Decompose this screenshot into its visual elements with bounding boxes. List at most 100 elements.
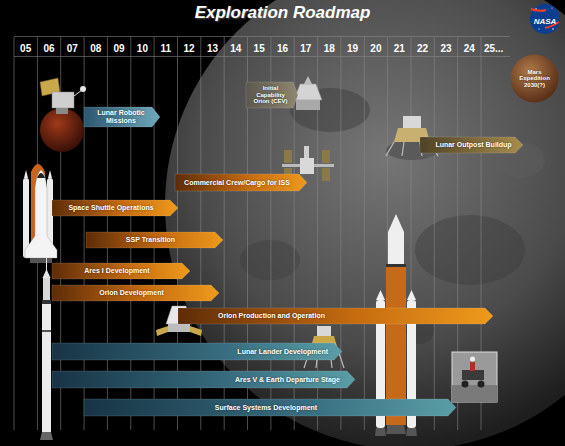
year-label: 11 — [160, 43, 171, 54]
ares-i-rocket — [40, 258, 53, 440]
bar-label: Space Shuttle Operations — [68, 204, 153, 212]
arrow-bar — [175, 174, 307, 191]
arrow-bar — [420, 137, 523, 153]
arrow-bar — [52, 371, 355, 388]
text-holder: Space Shuttle Operations — [68, 204, 153, 212]
milestone-text: Mars Expedition 2030(?) — [515, 69, 555, 89]
year-label: 17 — [300, 43, 311, 54]
year-label: 10 — [137, 43, 148, 54]
red-planet — [40, 108, 84, 152]
arrow-bar — [246, 82, 298, 108]
year-label-holder: 08 — [90, 38, 101, 56]
year-label: 09 — [114, 43, 125, 54]
year-label: 13 — [207, 43, 218, 54]
agency-logo-text-holder: NASA — [534, 10, 557, 28]
text-holder: Orion Development — [99, 289, 164, 297]
text-holder: Ares V & Earth Departure Stage — [235, 376, 340, 384]
arrow-bar — [84, 399, 456, 416]
year-label-holder: 19 — [347, 38, 358, 56]
program-bar: Ares V & Earth Departure Stage — [52, 371, 355, 388]
arrow-bar — [52, 343, 342, 360]
program-bar: Commercial Crew/Cargo for ISS — [175, 174, 307, 191]
arrow-bar — [52, 285, 219, 301]
text-holder: Lunar Robotic Missions — [92, 109, 150, 124]
year-label-holder: 20 — [370, 38, 381, 56]
year-label-holder: 22 — [417, 38, 428, 56]
text-holder: Surface Systems Development — [215, 404, 317, 412]
bar-label: Initial Capability Orion (CEV) — [249, 85, 292, 105]
bar-label: Surface Systems Development — [215, 404, 317, 412]
planet-disc — [511, 55, 559, 103]
program-bar: Lunar Outpost Buildup — [420, 137, 523, 153]
year-label: 19 — [347, 43, 358, 54]
program-bar: Orion Development — [52, 285, 219, 301]
year-label: 15 — [254, 43, 265, 54]
year-label-holder: 13 — [207, 38, 218, 56]
year-label: 21 — [394, 43, 405, 54]
year-label-holder: 25... — [484, 38, 503, 56]
year-label-holder: 17 — [300, 38, 311, 56]
text-holder: Initial Capability Orion (CEV) — [249, 85, 292, 105]
year-label-holder: 18 — [324, 38, 335, 56]
year-label: 08 — [90, 43, 101, 54]
bar-label: SSP Transition — [126, 236, 175, 244]
year-label: 25... — [484, 43, 503, 54]
year-label: 20 — [370, 43, 381, 54]
year-grid — [14, 37, 510, 431]
year-label: 22 — [417, 43, 428, 54]
year-label: 12 — [184, 43, 195, 54]
text-holder: Ares I Development — [84, 267, 149, 275]
year-label-holder: 23 — [440, 38, 451, 56]
year-label-holder: 10 — [137, 38, 148, 56]
agency-logo-text: NASA — [534, 17, 557, 26]
year-label-holder: 14 — [230, 38, 241, 56]
bar-label: Lunar Lander Development — [237, 348, 328, 356]
program-bar: Lunar Lander Development — [52, 343, 342, 360]
year-label-holder: 07 — [67, 38, 78, 56]
year-label-holder: 05 — [20, 38, 31, 56]
year-label-holder: 12 — [184, 38, 195, 56]
program-bar: SSP Transition — [86, 232, 223, 248]
bar-label: Ares I Development — [84, 267, 149, 275]
program-bar: Space Shuttle Operations — [52, 200, 178, 216]
planet-milestone: Mars Expedition 2030(?) — [510, 54, 559, 103]
year-label: 23 — [440, 43, 451, 54]
bar-label: Orion Development — [99, 289, 164, 297]
arrow-bar — [86, 232, 223, 248]
bar-label: Lunar Outpost Buildup — [435, 141, 511, 149]
text-holder: Commercial Crew/Cargo for ISS — [184, 179, 290, 187]
text-holder: Orion Production and Operation — [218, 312, 325, 320]
year-label: 18 — [324, 43, 335, 54]
text-holder: Lunar Outpost Buildup — [435, 141, 511, 149]
arrow-bar — [178, 308, 493, 324]
year-label: 24 — [464, 43, 475, 54]
year-label: 07 — [67, 43, 78, 54]
arrow-bar — [52, 200, 178, 216]
year-label-holder: 16 — [277, 38, 288, 56]
robotic-orbiter — [40, 78, 86, 114]
bar-label: Orion Production and Operation — [218, 312, 325, 320]
text-holder: Lunar Lander Development — [237, 348, 328, 356]
year-label: 16 — [277, 43, 288, 54]
initial-capability-capsule — [294, 76, 322, 110]
program-bar: Ares I Development — [52, 263, 190, 279]
year-label-holder: 15 — [254, 38, 265, 56]
year-label-holder: 11 — [160, 38, 171, 56]
year-label: 05 — [20, 43, 31, 54]
year-label-holder: 24 — [464, 38, 475, 56]
program-bar: Orion Production and Operation — [178, 308, 493, 324]
title-holder: Exploration Roadmap — [0, 3, 565, 23]
text-holder: SSP Transition — [126, 236, 175, 244]
year-label-holder: 21 — [394, 38, 405, 56]
bar-label: Ares V & Earth Departure Stage — [235, 376, 340, 384]
year-label: 06 — [43, 43, 54, 54]
arrow-bar — [84, 107, 160, 127]
milestone-tag: Initial Capability Orion (CEV) — [246, 82, 298, 108]
surface-rover-photo — [452, 352, 497, 402]
text-holder: Mars Expedition 2030(?) — [515, 69, 555, 89]
bar-label: Commercial Crew/Cargo for ISS — [184, 179, 290, 187]
year-label-holder: 06 — [43, 38, 54, 56]
arrow-bar — [52, 263, 190, 279]
year-label: 14 — [230, 43, 241, 54]
